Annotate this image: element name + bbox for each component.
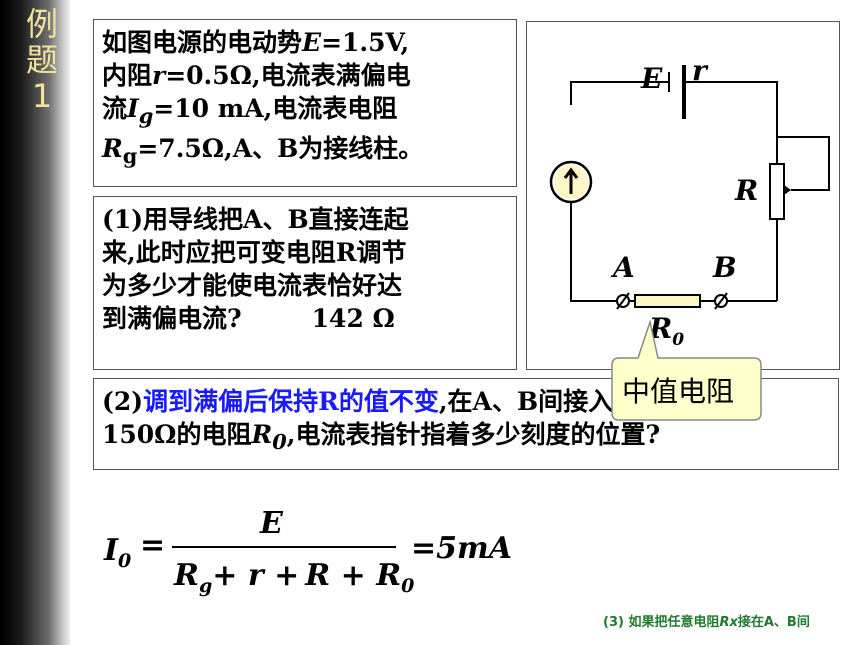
sidebar: 例 题 1	[0, 0, 70, 645]
circuit-diagram: E r R A B R0	[526, 21, 840, 370]
callout-shape	[611, 320, 762, 421]
question-1-line-4: 到满偏电流?142 Ω	[102, 304, 395, 333]
example-char-3: 1	[31, 77, 53, 115]
formula: I0 = E Rg+ r +R + R0 =5mA	[96, 500, 576, 610]
formula-result: =5mA	[411, 531, 512, 566]
label-B: B	[712, 251, 737, 284]
wire-top-right	[684, 81, 778, 164]
question-1: (1)用导线把A、B直接连起 来,此时应把可变电阻R调节 为多少才能使电流表恰好…	[93, 196, 517, 370]
question-1-line-3: 为多少才能使电流表恰好达	[102, 271, 403, 300]
formula-numerator: E	[259, 506, 284, 541]
circuit-svg: E r R A B R0	[549, 54, 830, 350]
resistor-R	[769, 163, 785, 220]
callout-balloon: 中值电阻	[611, 320, 762, 421]
rheostat-arrow-icon	[784, 185, 791, 195]
question-1-answer: 142 Ω	[311, 304, 395, 333]
wire-top-left	[570, 81, 669, 105]
example-char-1: 例	[25, 5, 58, 43]
formula-equals: =	[140, 528, 165, 563]
problem-line-3: 流Ig=10 mA,电流表电阻	[102, 94, 398, 128]
label-r: r	[692, 54, 709, 87]
formula-denominator: Rg+ r +R + R0	[173, 558, 414, 597]
problem-line-2: 内阻r=0.5Ω,电流表满偏电	[102, 61, 411, 90]
label-A: A	[610, 251, 635, 284]
formula-svg: I0 = E Rg+ r +R + R0 =5mA	[103, 506, 512, 597]
footnote: (3) 如果把任意电阻Rx接在A、B间	[603, 615, 810, 630]
question-1-line-1: (1)用导线把A、B直接连起	[102, 205, 409, 234]
problem-line-4: Rg=7.5Ω,A、B为接线柱。	[102, 134, 424, 168]
question-1-line-2: 来,此时应把可变电阻R调节	[102, 238, 407, 267]
question-2-line-2: 150Ω的电阻R0,电流表指针指着多少刻度的位置?	[102, 420, 661, 454]
problem-line-1: 如图电源的电动势E=1.5V,	[102, 28, 410, 57]
example-char-2: 题	[25, 41, 58, 79]
wire-bottom-left	[570, 201, 599, 302]
label-R: R	[734, 174, 758, 207]
question-2-highlight: 调到满偏后保持R的值不变	[143, 387, 439, 416]
galvanometer-arrow-icon	[563, 167, 579, 194]
resistor-R0	[634, 294, 701, 308]
callout-text: 中值电阻	[622, 375, 734, 408]
formula-lhs: I0	[103, 533, 131, 572]
example-label: 例 题 1	[20, 6, 64, 114]
label-E: E	[640, 62, 663, 95]
problem-statement: 如图电源的电动势E=1.5V, 内阻r=0.5Ω,电流表满偏电 流Ig=10 m…	[93, 19, 517, 187]
question-2-line-1: (2)调到满偏后保持R的值不变,在A、B间接入	[102, 387, 614, 416]
rheostat-slider-wire	[777, 136, 830, 191]
